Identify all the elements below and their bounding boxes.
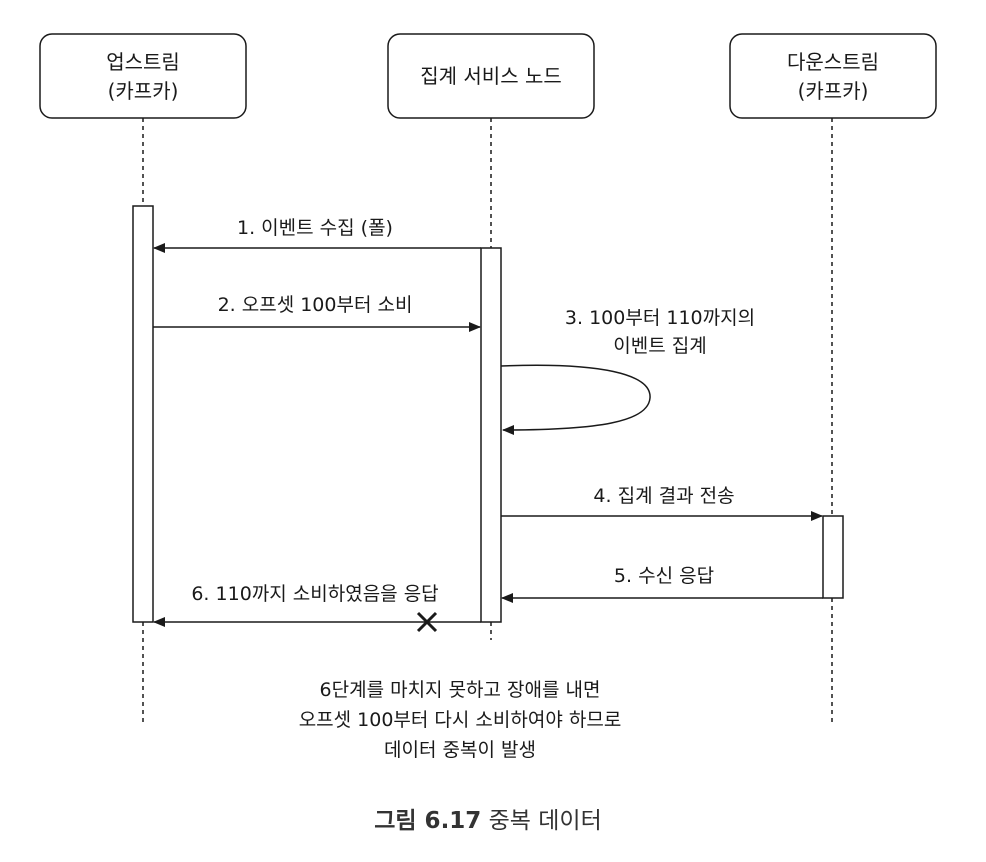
figure-caption-text: 중복 데이터 bbox=[481, 808, 601, 834]
message-3-self-arrow bbox=[500, 364, 651, 435]
note-line-3: 데이터 중복이 발생 bbox=[384, 739, 536, 761]
message-2-label: 2. 오프셋 100부터 소비 bbox=[218, 294, 413, 316]
activation-aggregator bbox=[480, 247, 502, 623]
participant-aggregator-line1: 집계 서비스 노드 bbox=[420, 64, 562, 88]
message-3-label-line1: 3. 100부터 110까지의 bbox=[565, 307, 755, 329]
figure-caption-number: 그림 6.17 bbox=[374, 808, 481, 834]
participant-upstream: 업스트림 (카프카) bbox=[39, 33, 247, 119]
participant-upstream-line1: 업스트림 bbox=[106, 50, 180, 74]
note-line-1: 6단계를 마치지 못하고 장애를 내면 bbox=[320, 679, 601, 701]
message-6-label: 6. 110까지 소비하였음을 응답 bbox=[191, 583, 438, 605]
x-mark-icon bbox=[416, 611, 438, 633]
participant-downstream-line2: (카프카) bbox=[798, 79, 869, 103]
message-1-label: 1. 이벤트 수집 (폴) bbox=[237, 217, 393, 239]
participant-downstream: 다운스트림 (카프카) bbox=[729, 33, 937, 119]
message-3-label-line2: 이벤트 집계 bbox=[613, 335, 706, 357]
message-5-label: 5. 수신 응답 bbox=[614, 565, 714, 587]
note-line-2: 오프셋 100부터 다시 소비하여야 하므로 bbox=[299, 709, 622, 731]
participant-aggregator: 집계 서비스 노드 bbox=[387, 33, 595, 119]
activation-upstream bbox=[132, 205, 154, 623]
activation-downstream bbox=[822, 515, 844, 599]
figure-caption: 그림 6.17 중복 데이터 bbox=[374, 808, 602, 834]
participant-upstream-line2: (카프카) bbox=[108, 79, 179, 103]
message-4-label: 4. 집계 결과 전송 bbox=[593, 485, 734, 507]
participant-downstream-line1: 다운스트림 bbox=[787, 50, 879, 74]
